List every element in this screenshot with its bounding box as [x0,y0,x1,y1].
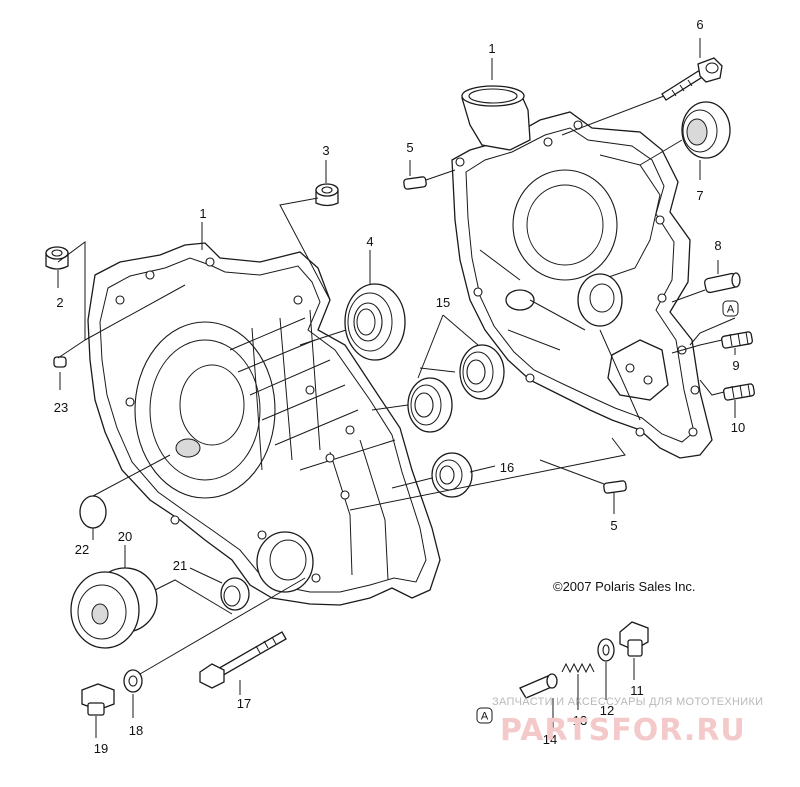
drain-plug-part-19 [81,683,115,716]
bearing-part-4 [344,283,406,361]
watermark-tagline: ЗАПЧАСТИ И АКСЕССУАРЫ ДЛЯ МОТОТЕХНИКИ [492,696,763,708]
callout-8: 8 [714,238,721,253]
callout-18: 18 [129,723,143,738]
callout-5-upper: 5 [406,140,413,155]
rotor-part-20 [70,567,158,649]
callout-16: 16 [500,460,514,475]
bushing-part-3 [315,183,339,207]
bearing-part-16 [431,452,473,498]
watermark: ЗАПЧАСТИ И АКСЕССУАРЫ ДЛЯ МОТОТЕХНИКИ PA… [492,696,763,748]
right-crankcase-half [451,85,713,459]
callout-4: 4 [366,234,373,249]
oil-seal-part-7 [681,101,731,159]
callout-21: 21 [173,558,187,573]
fitting-part-10 [723,383,755,401]
dowel-pin-part-5-lower [603,480,627,494]
plug-cap-part-22 [79,495,107,529]
washer-part-12 [597,638,615,662]
callout-1-right: 1 [488,41,495,56]
bearing-part-15-upper [459,344,505,400]
callout-1-left: 1 [199,206,206,221]
callout-6: 6 [696,17,703,32]
callout-3: 3 [322,143,329,158]
sleeve-part-8 [703,272,741,294]
dowel-pin-part-5-upper [403,176,427,190]
copyright-notice: ©2007 Polaris Sales Inc. [553,579,696,594]
callout-2: 2 [56,295,63,310]
fitting-part-9 [721,331,753,349]
callout-20: 20 [118,529,132,544]
left-crankcase-half [87,242,441,606]
dowel-pin-part-23 [53,356,67,368]
bushing-part-2 [45,246,69,270]
callout-10: 10 [731,420,745,435]
callout-15: 15 [436,295,450,310]
svg-text:A: A [727,304,735,316]
callout-5-lower: 5 [610,518,617,533]
bearing-part-15-lower [407,377,453,433]
reference-marker-lower: A [476,707,493,724]
bolt-part-6 [661,57,723,101]
callout-11: 11 [630,683,644,698]
svg-text:A: A [481,711,489,723]
reference-marker-upper: A [722,300,739,317]
seal-part-21 [220,577,250,611]
spring-part-13 [561,662,595,674]
callout-9: 9 [732,358,739,373]
watermark-brand: PARTSFOR.RU [500,713,746,748]
plunger-part-14 [519,673,558,699]
callout-labels: 1 1 2 3 4 5 5 6 7 8 9 10 11 12 13 14 15 … [54,17,745,756]
bolt-part-11 [619,621,649,657]
callout-12: 12 [600,703,614,718]
callout-17: 17 [237,696,251,711]
leader-lines [57,38,736,738]
callout-19: 19 [94,741,108,756]
callout-7: 7 [696,188,703,203]
washer-part-18 [123,669,143,693]
callout-22: 22 [75,542,89,557]
callout-13: 13 [573,713,587,728]
long-bolt-part-17 [199,631,287,689]
callout-23: 23 [54,400,68,415]
callout-14: 14 [543,732,557,747]
